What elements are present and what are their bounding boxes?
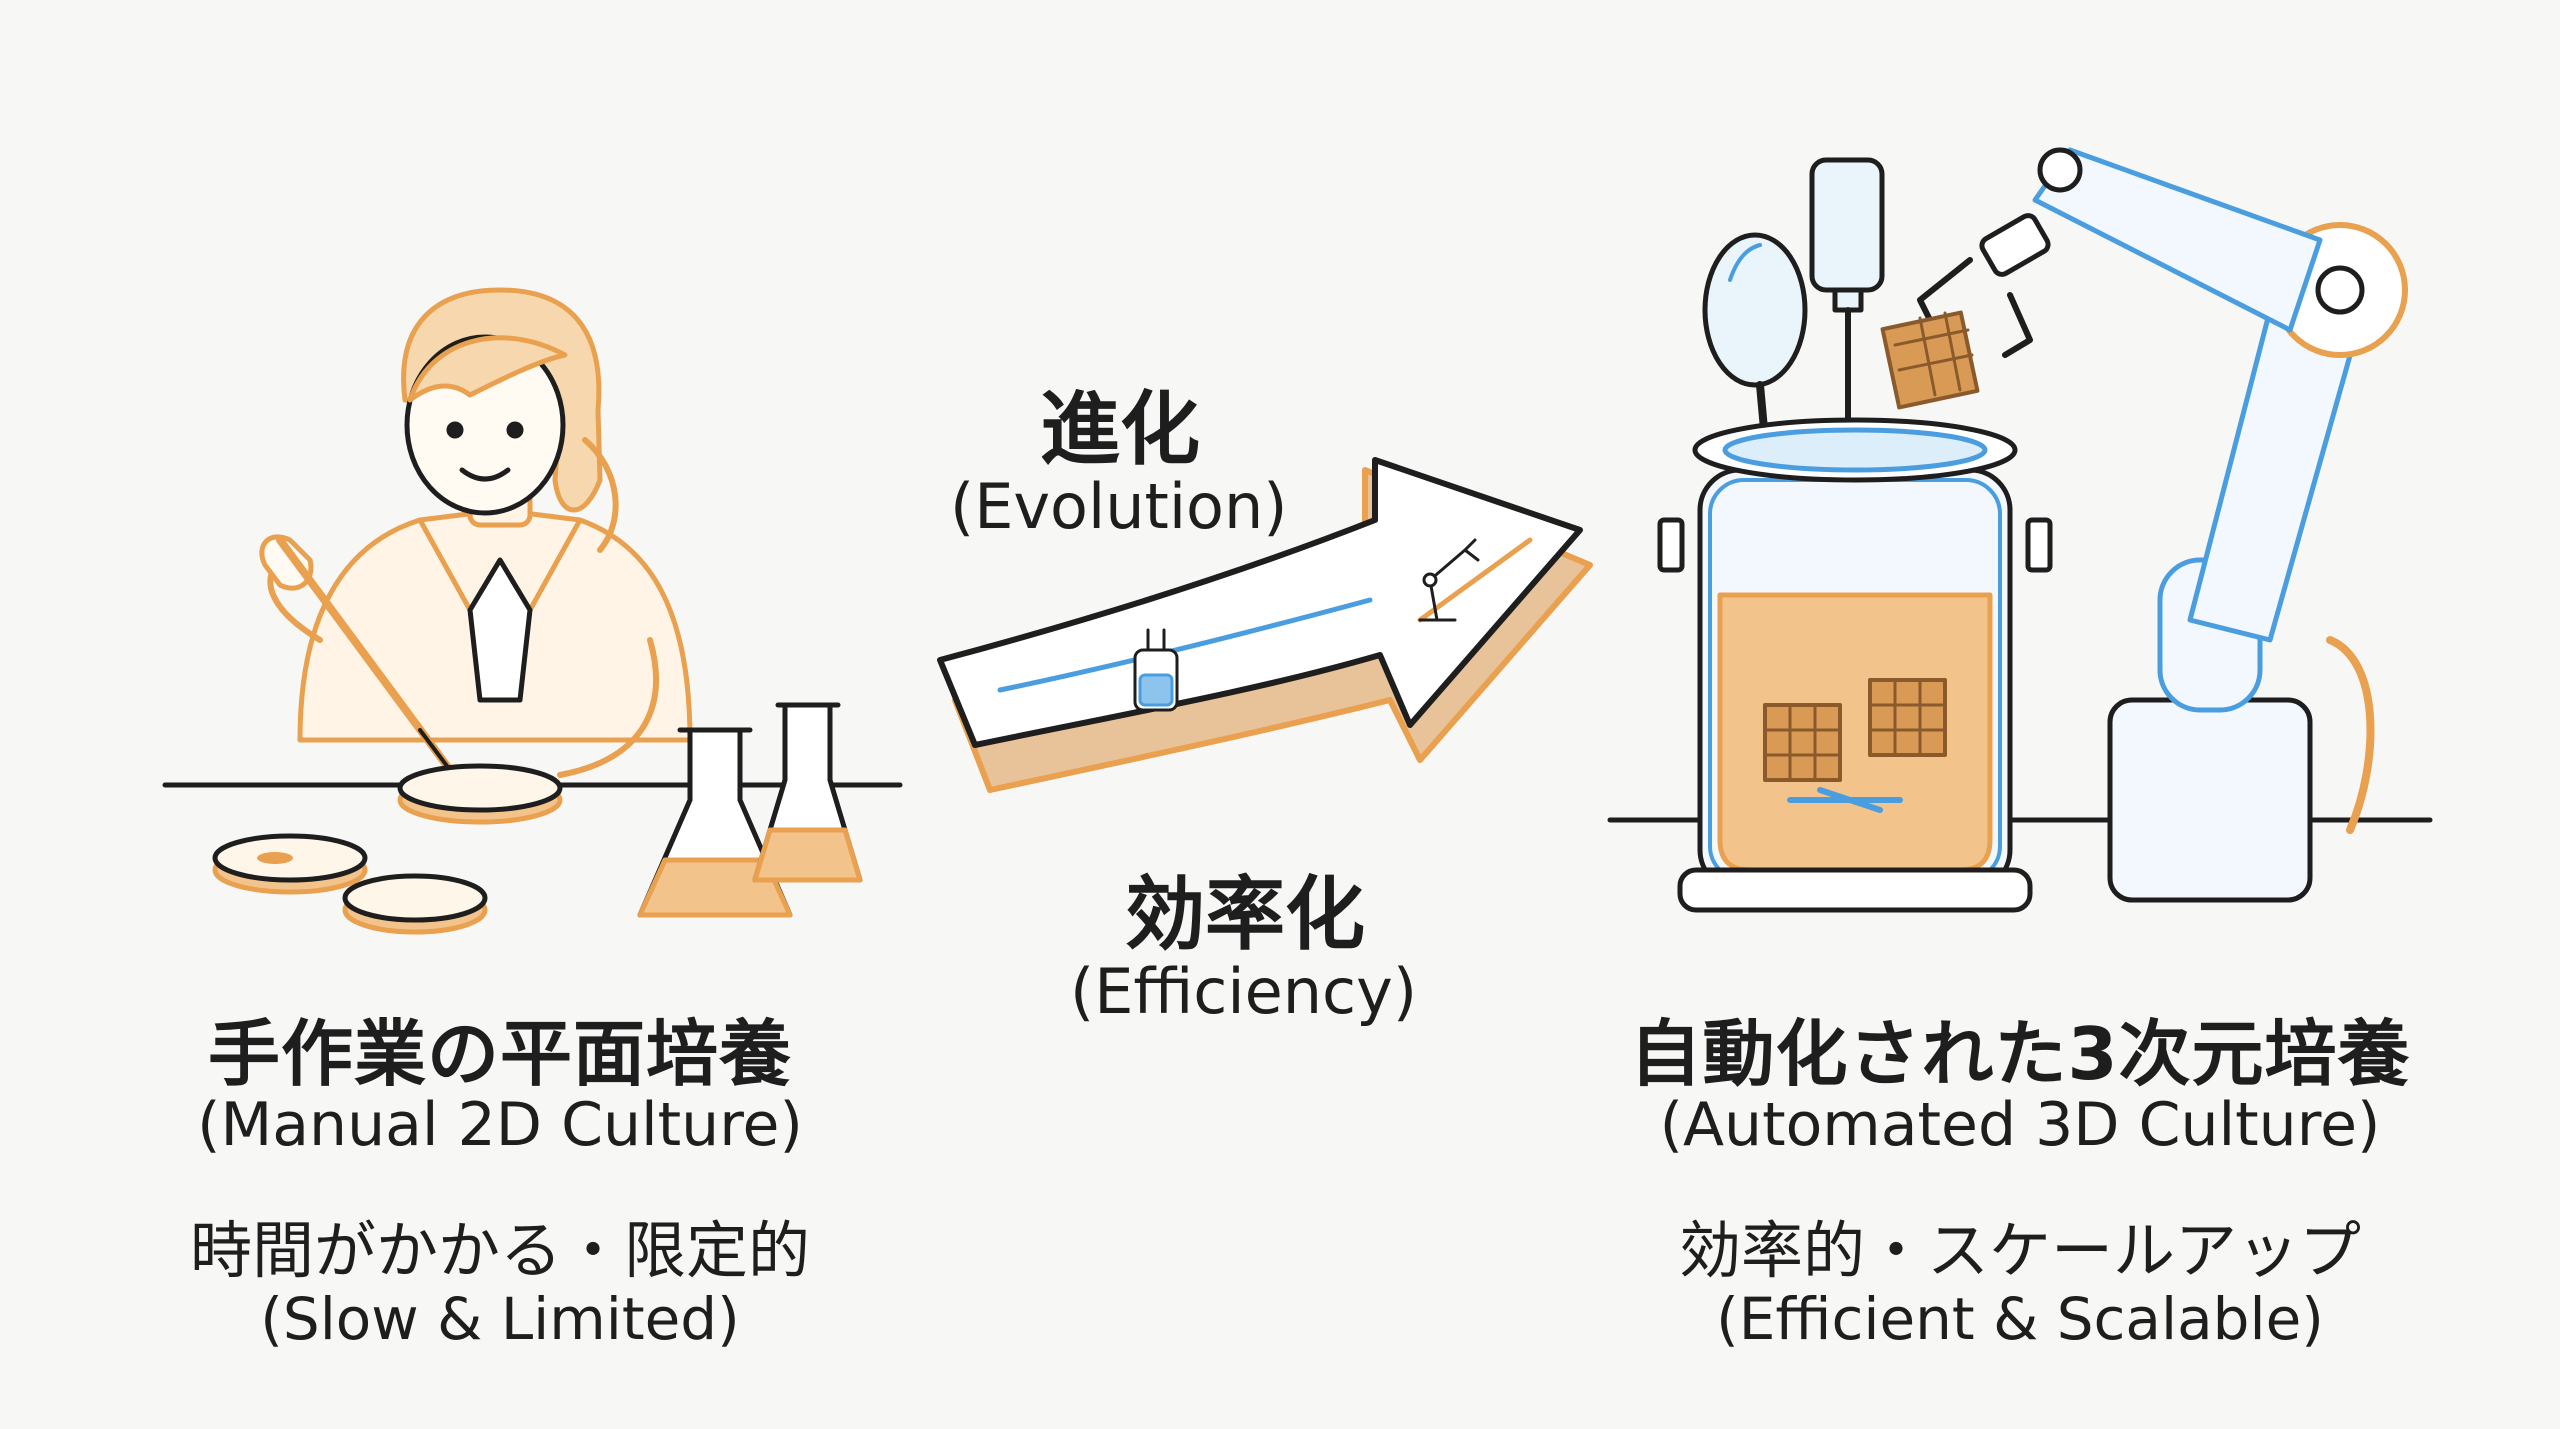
pipette-tip bbox=[418, 728, 452, 772]
arrow-orange-streak bbox=[1417, 537, 1533, 623]
scientist-bangs bbox=[407, 335, 568, 403]
efficiency-label-en: (Efficiency) bbox=[1070, 955, 1418, 1028]
erlenmeyer-flask-small bbox=[752, 702, 863, 883]
scientist-hand bbox=[259, 534, 314, 591]
automated-culture-illustration bbox=[1607, 147, 2433, 913]
evolution-arrow bbox=[937, 457, 1593, 793]
scaffold-cube-right bbox=[1868, 678, 1947, 757]
arrow-body bbox=[937, 457, 1583, 748]
mini-bioreactor-icon bbox=[1133, 628, 1179, 712]
scientist-ponytail bbox=[582, 437, 619, 553]
bioreactor-vessel bbox=[1657, 417, 2053, 913]
petri-dish-front bbox=[342, 873, 488, 935]
manual-culture-illustration bbox=[162, 287, 903, 935]
scientist-eye-left bbox=[446, 421, 464, 439]
right-desc-en: (Efficient & Scalable) bbox=[1716, 1285, 2324, 1353]
magnifier-icon bbox=[1702, 232, 1808, 444]
efficiency-label-jp: 効率化 bbox=[1125, 868, 1365, 961]
petri-dish-left bbox=[212, 833, 368, 895]
arrow-blue-streak bbox=[997, 597, 1373, 693]
scientist-right-arm bbox=[557, 637, 659, 778]
left-desc-en: (Slow & Limited) bbox=[260, 1285, 740, 1353]
erlenmeyer-flask-large bbox=[637, 727, 793, 918]
scaffold-cube-left bbox=[1763, 703, 1842, 782]
scientist-eye-right bbox=[506, 421, 524, 439]
mini-robot-arm-icon bbox=[1418, 538, 1480, 622]
robot-arm bbox=[1917, 147, 2408, 903]
right-title-en: (Automated 3D Culture) bbox=[1659, 1090, 2381, 1160]
scientist-smile bbox=[459, 467, 511, 482]
left-title-en: (Manual 2D Culture) bbox=[197, 1090, 803, 1160]
petri-dish-main bbox=[397, 763, 563, 825]
evolution-label-jp: 進化 bbox=[1040, 383, 1200, 476]
scientist-shirt bbox=[467, 557, 533, 703]
right-title-jp: 自動化された3次元培養 bbox=[1629, 1012, 2411, 1096]
left-title-jp: 手作業の平面培養 bbox=[207, 1012, 792, 1096]
evolution-label-en: (Evolution) bbox=[950, 470, 1288, 543]
right-desc-jp: 効率的・スケールアップ bbox=[1678, 1214, 2361, 1287]
left-desc-jp: 時間がかかる・限定的 bbox=[189, 1214, 810, 1287]
scaffold-cube-gripped bbox=[1880, 310, 1980, 410]
